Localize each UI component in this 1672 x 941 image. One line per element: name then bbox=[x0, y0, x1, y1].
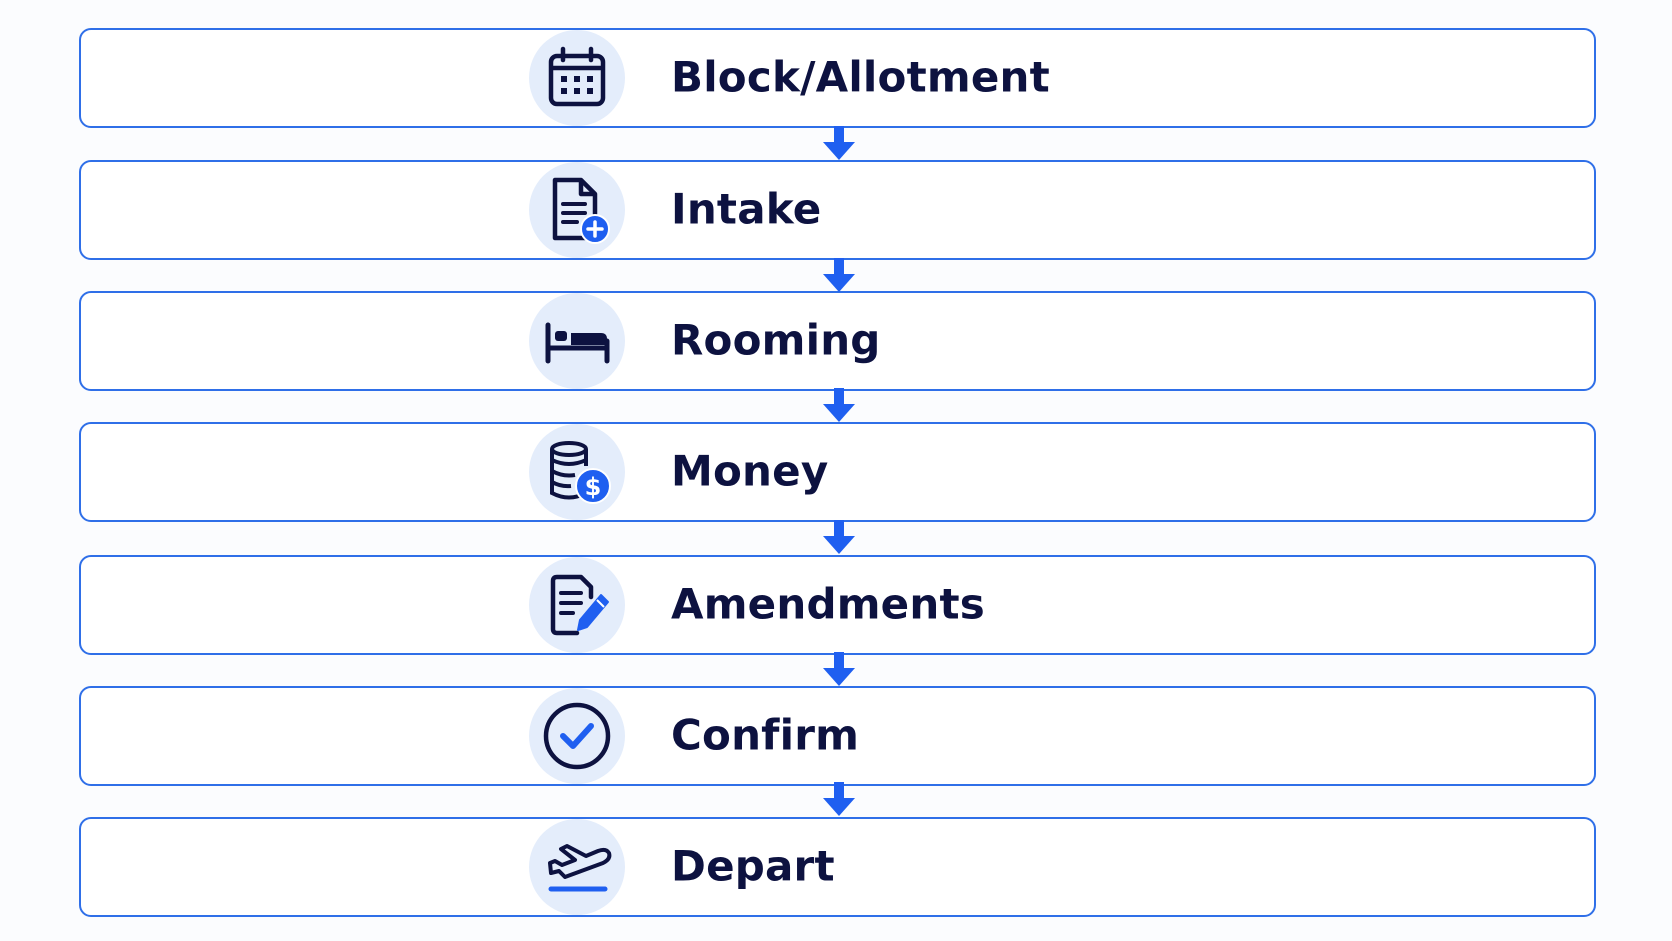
step-label-money: Money bbox=[671, 446, 829, 496]
step-label-rooming: Rooming bbox=[671, 315, 881, 365]
flow-arrow-1 bbox=[823, 126, 855, 160]
airplane-departure-icon bbox=[529, 819, 625, 915]
step-rooming: Rooming bbox=[79, 291, 1596, 391]
step-label-intake: Intake bbox=[671, 184, 822, 234]
step-money: $ Money bbox=[79, 422, 1596, 522]
step-depart: Depart bbox=[79, 817, 1596, 917]
flow-arrow-4 bbox=[823, 520, 855, 554]
step-block-allotment: Block/Allotment bbox=[79, 28, 1596, 128]
flow-arrow-5 bbox=[823, 652, 855, 686]
svg-text:$: $ bbox=[585, 473, 602, 501]
flow-arrow-6 bbox=[823, 782, 855, 816]
step-label-depart: Depart bbox=[671, 841, 835, 891]
coins-dollar-icon: $ bbox=[529, 424, 625, 520]
step-amendments: Amendments bbox=[79, 555, 1596, 655]
bed-icon bbox=[529, 293, 625, 389]
step-confirm: Confirm bbox=[79, 686, 1596, 786]
step-label-confirm: Confirm bbox=[671, 710, 860, 760]
document-edit-icon bbox=[529, 557, 625, 653]
flow-arrow-2 bbox=[823, 258, 855, 292]
calendar-icon bbox=[529, 30, 625, 126]
step-intake: Intake bbox=[79, 160, 1596, 260]
check-circle-icon bbox=[529, 688, 625, 784]
flow-arrow-3 bbox=[823, 388, 855, 422]
step-label-block-allotment: Block/Allotment bbox=[671, 52, 1050, 102]
step-label-amendments: Amendments bbox=[671, 579, 985, 629]
document-add-icon bbox=[529, 162, 625, 258]
